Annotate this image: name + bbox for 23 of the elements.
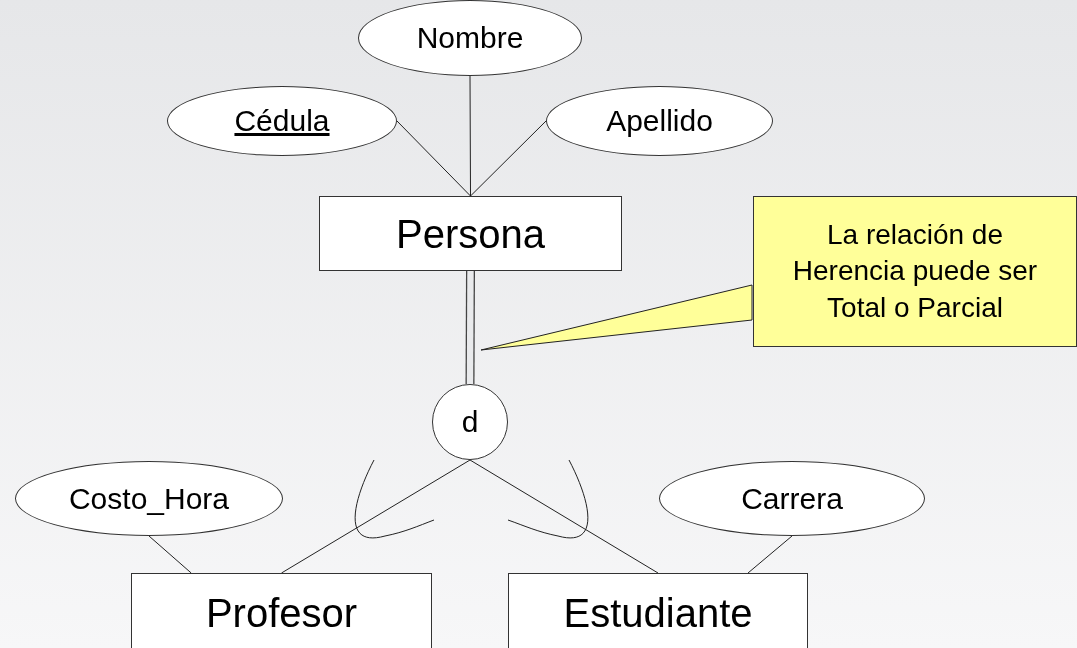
node-label: Nombre [415,20,525,57]
entity-box [319,196,622,271]
connector-line [469,459,659,574]
connector-line [148,535,192,574]
node-label: Profesor [204,590,359,637]
connector-line [747,535,793,574]
callout-note [753,196,1077,347]
double-line [465,271,475,384]
node-label: Cédula [233,103,331,140]
node-label: La relación de Herencia puede ser Total o Parcial [791,217,1039,325]
node-label: Costo_Hora [67,480,231,517]
connector-line [469,75,471,197]
entity-box [131,573,432,648]
connector-line [470,120,547,197]
node-label: Persona [395,210,546,258]
node-label: d [460,404,480,441]
node-label: Carrera [740,480,844,517]
entity-box [508,573,808,648]
connector-line [396,120,471,197]
node-label: Apellido [605,103,714,140]
callout-pointer [480,284,753,351]
connector-line [281,459,471,574]
node-label: Estudiante [562,590,754,637]
